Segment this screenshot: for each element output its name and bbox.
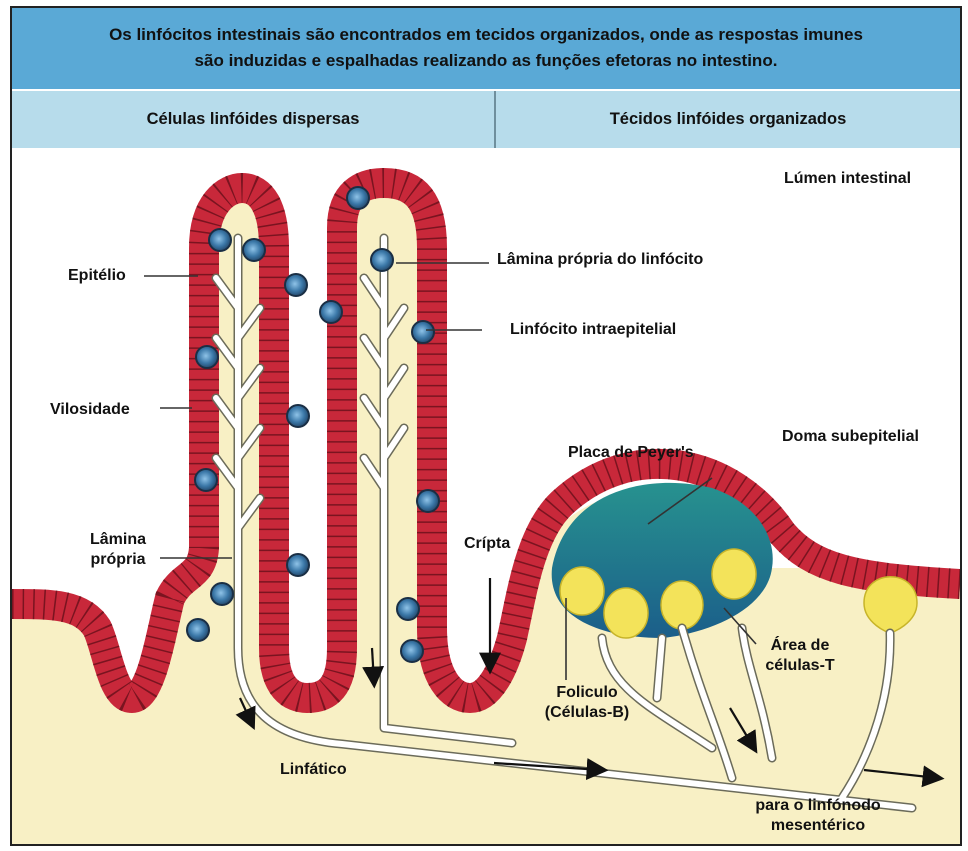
label-lamina-propria-line1: Lâmina xyxy=(74,530,162,550)
follicle-b-cell xyxy=(661,581,703,629)
lamina-propria-lymphocyte xyxy=(187,619,209,641)
follicle-b-cell xyxy=(712,549,756,599)
intraepithelial-lymphocyte xyxy=(320,301,342,323)
label-lumen: Lúmen intestinal xyxy=(784,169,911,189)
label-lymphatic: Linfático xyxy=(280,760,347,780)
label-follicle-line2: (Células-B) xyxy=(532,703,642,723)
intraepithelial-lymphocyte xyxy=(417,490,439,512)
intestine-diagram xyxy=(12,8,960,844)
label-t-cell-area-line2: células-T xyxy=(750,656,850,676)
label-lamina-propria-lymphocyte: Lâmina própria do linfócito xyxy=(497,250,703,270)
intraepithelial-lymphocyte xyxy=(287,405,309,427)
label-crypt: Crípta xyxy=(464,534,510,554)
intraepithelial-lymphocyte xyxy=(209,229,231,251)
label-follicle-line1: Foliculo xyxy=(532,683,642,703)
intraepithelial-lymphocyte xyxy=(347,187,369,209)
follicle-b-cell xyxy=(604,588,648,638)
lamina-propria-lymphocyte xyxy=(243,239,265,261)
figure-frame: Os linfócitos intestinais são encontrado… xyxy=(10,6,962,846)
intraepithelial-lymphocyte xyxy=(196,346,218,368)
label-to-node-line2: mesentérico xyxy=(728,816,908,836)
label-villus: Vilosidade xyxy=(50,400,130,420)
label-intraepithelial-lymphocyte: Linfócito intraepitelial xyxy=(510,320,676,340)
label-to-node-line1: para o linfónodo xyxy=(728,796,908,816)
label-to-mesenteric-node: para o linfónodo mesentérico xyxy=(728,796,908,836)
lamina-propria-lymphocyte xyxy=(211,583,233,605)
label-t-cell-area-line1: Área de xyxy=(750,636,850,656)
label-follicle: Foliculo (Células-B) xyxy=(532,683,642,723)
intraepithelial-lymphocyte xyxy=(285,274,307,296)
label-lamina-propria-line2: própria xyxy=(74,550,162,570)
intraepithelial-lymphocyte xyxy=(195,469,217,491)
lamina-propria-lymphocyte xyxy=(401,640,423,662)
label-peyers-patch: Placa de Peyer's xyxy=(568,443,694,463)
intraepithelial-lymphocyte xyxy=(412,321,434,343)
lamina-propria-lymphocyte xyxy=(397,598,419,620)
intraepithelial-lymphocyte xyxy=(287,554,309,576)
lamina-propria-lymphocyte xyxy=(371,249,393,271)
label-t-cell-area: Área de células-T xyxy=(750,636,850,676)
label-lamina-propria: Lâmina própria xyxy=(74,530,162,570)
label-subepithelial-dome: Doma subepitelial xyxy=(782,427,919,447)
label-epithelium: Epitélio xyxy=(68,266,126,286)
